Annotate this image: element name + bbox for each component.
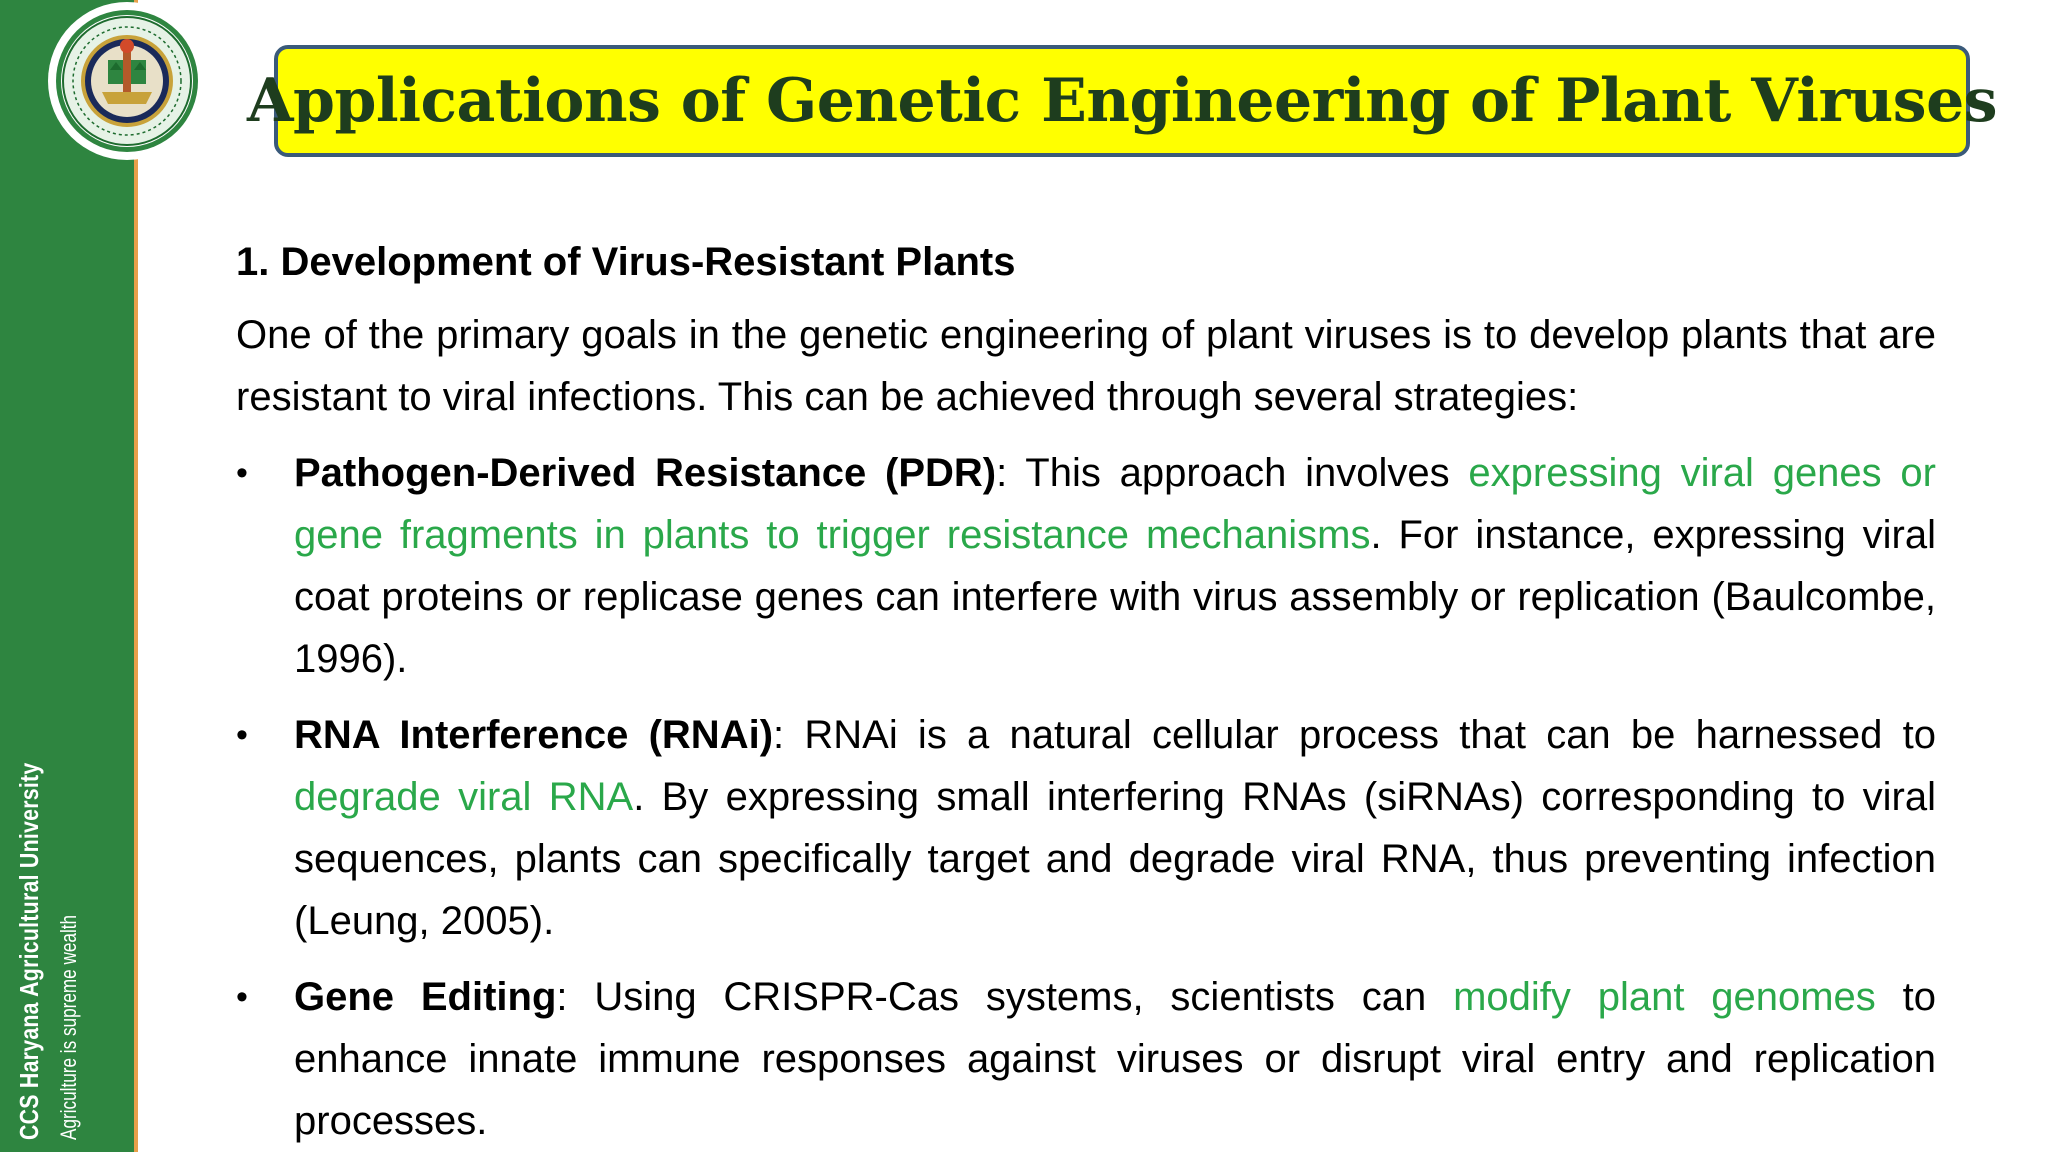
sidebar: CCS Haryana Agricultural University Agri… xyxy=(0,0,138,1152)
sidebar-label: CCS Haryana Agricultural University Agri… xyxy=(14,680,82,1140)
bullet-text: . By expressing small interfering RNAs (… xyxy=(294,775,1936,943)
list-item: • Pathogen-Derived Resistance (PDR): Thi… xyxy=(236,442,1936,690)
intro-paragraph: One of the primary goals in the genetic … xyxy=(236,313,1936,419)
bullet-text: . For instance, expressing viral coat pr… xyxy=(294,513,1936,681)
bullet-icon: • xyxy=(236,454,248,492)
list-item: • Gene Editing: Using CRISPR-Cas systems… xyxy=(236,966,1936,1152)
strategy-list: • Pathogen-Derived Resistance (PDR): Thi… xyxy=(236,442,1936,1152)
bullet-highlight: degrade viral RNA xyxy=(294,775,634,819)
bullet-term: RNA Interference (RNAi) xyxy=(294,713,774,757)
bullet-text: to enhance innate immune responses again… xyxy=(294,975,1936,1143)
bullet-text: : This approach involves xyxy=(996,451,1469,495)
university-name: CCS Haryana Agricultural University xyxy=(14,762,44,1140)
bullet-highlight: expressing viral genes or gene fragments… xyxy=(294,451,1936,557)
bullet-term: Gene Editing xyxy=(294,975,557,1019)
title-banner: Applications of Genetic Engineering of P… xyxy=(247,45,1998,157)
section-heading: 1. Development of Virus-Resistant Plants xyxy=(236,240,1016,284)
bullet-text: : RNAi is a natural cellular process tha… xyxy=(773,713,1936,757)
bullet-icon: • xyxy=(236,978,248,1016)
bullet-icon: • xyxy=(236,716,248,754)
slide-title: Applications of Genetic Engineering of P… xyxy=(246,66,1998,136)
list-item: • RNA Interference (RNAi): RNAi is a nat… xyxy=(236,704,1936,952)
university-logo-icon xyxy=(48,2,206,160)
university-motto: Agriculture is supreme wealth xyxy=(56,914,81,1140)
bullet-term: Pathogen-Derived Resistance (PDR) xyxy=(294,451,997,495)
slide-content: 1. Development of Virus-Resistant Plants… xyxy=(236,232,1936,1166)
bullet-text: : Using CRISPR-Cas systems, scientists c… xyxy=(556,975,1454,1019)
bullet-highlight: modify plant genomes xyxy=(1453,975,1876,1019)
